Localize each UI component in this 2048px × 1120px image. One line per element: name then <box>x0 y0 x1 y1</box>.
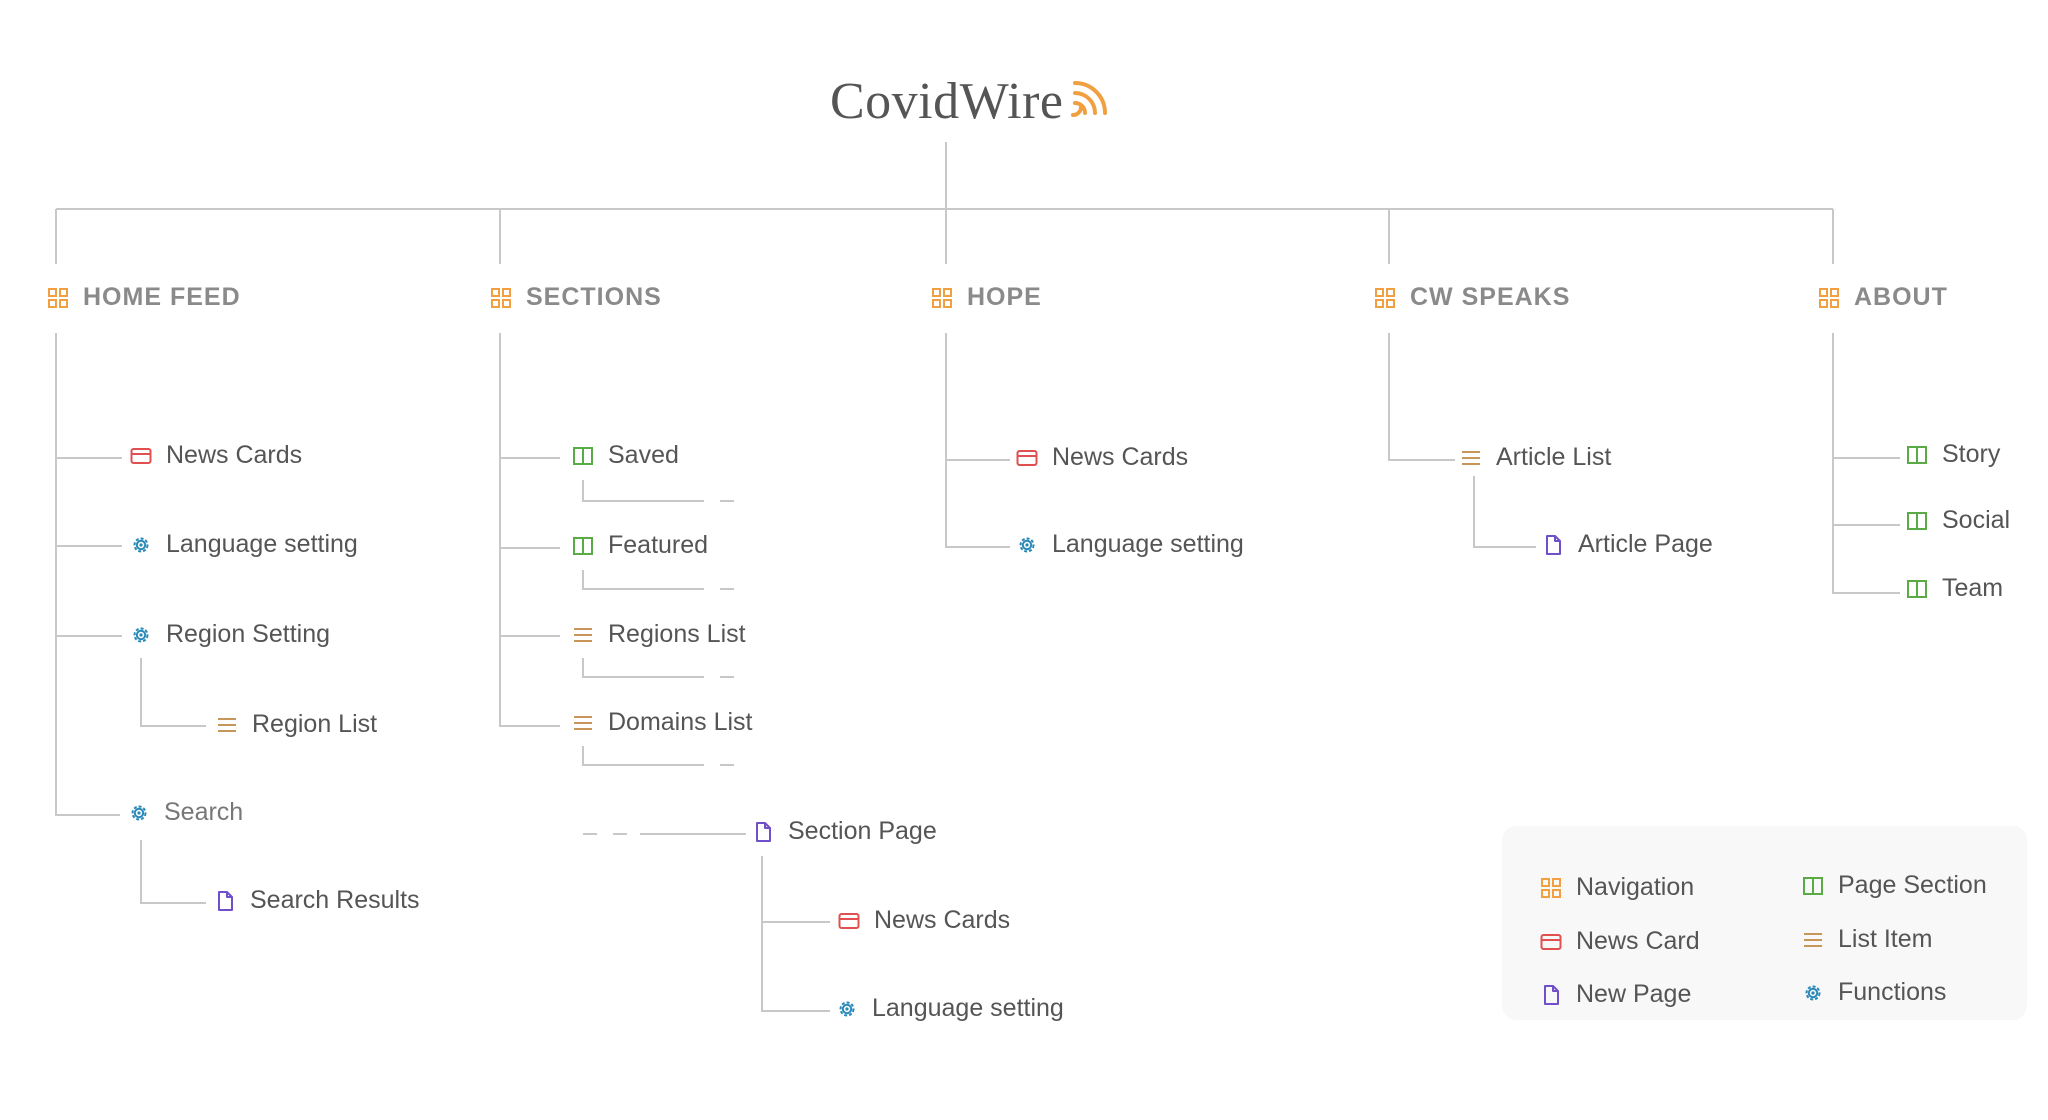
about-story-label: Story <box>1942 440 2001 468</box>
broadcast-waves-icon <box>1071 81 1108 117</box>
section-page-language-setting-label: Language setting <box>872 994 1064 1022</box>
card-icon <box>130 445 152 467</box>
section-page-news-cards: News Cards <box>838 906 1010 935</box>
list-icon <box>1460 447 1482 469</box>
columns-icon <box>572 535 594 557</box>
nav-cw-speaks[interactable]: CW SPEAKS <box>1374 283 1570 312</box>
sections-featured: Featured <box>572 531 708 560</box>
hope-language-setting: Language setting <box>1016 530 1244 559</box>
grid-icon <box>931 287 953 309</box>
home-region-list-label: Region List <box>252 710 378 738</box>
section-page-language-setting: Language setting <box>836 994 1064 1023</box>
sections-saved: Saved <box>572 441 679 470</box>
home-news-cards: News Cards <box>130 441 302 470</box>
hope-news-cards: News Cards <box>1016 443 1188 472</box>
columns-icon <box>1802 875 1824 897</box>
list-icon <box>216 714 238 736</box>
grid-icon <box>1540 877 1562 899</box>
list-icon <box>572 624 594 646</box>
home-language-setting-label: Language setting <box>166 530 358 558</box>
legend-page-section-label: Page Section <box>1838 871 1987 899</box>
nav-about-label: ABOUT <box>1854 283 1948 311</box>
sections-domains-list: Domains List <box>572 708 753 737</box>
hope-language-setting-label: Language setting <box>1052 530 1244 558</box>
legend-new-page-label: New Page <box>1576 980 1692 1008</box>
gear-icon <box>130 624 152 646</box>
columns-icon <box>1906 444 1928 466</box>
home-region-setting-label: Region Setting <box>166 620 331 648</box>
card-icon <box>838 910 860 932</box>
list-icon <box>572 712 594 734</box>
legend-panel: Navigation News Card New Page Page Secti… <box>1502 826 2027 1020</box>
nav-cw-speaks-label: CW SPEAKS <box>1410 283 1571 311</box>
card-icon <box>1540 931 1562 953</box>
grid-icon <box>47 287 69 309</box>
gear-icon <box>1016 534 1038 556</box>
legend-navigation: Navigation <box>1540 873 1694 902</box>
legend-navigation-label: Navigation <box>1576 873 1695 901</box>
sections-saved-label: Saved <box>608 441 679 469</box>
legend-functions-label: Functions <box>1838 978 1947 1006</box>
gear-icon <box>836 998 858 1020</box>
nav-hope-label: HOPE <box>967 283 1042 311</box>
home-search: Search <box>128 798 243 827</box>
hope-news-cards-label: News Cards <box>1052 443 1189 471</box>
legend-list-item-label: List Item <box>1838 925 1933 953</box>
page-icon <box>1540 984 1562 1006</box>
legend-functions: Functions <box>1802 978 1946 1007</box>
covidwire-logo: CovidWire <box>830 72 1109 131</box>
gear-icon <box>130 534 152 556</box>
legend-news-card: News Card <box>1540 927 1700 956</box>
list-icon <box>1802 929 1824 951</box>
about-story: Story <box>1906 440 2000 469</box>
home-news-cards-label: News Cards <box>166 441 303 469</box>
about-team-label: Team <box>1942 574 2004 602</box>
grid-icon <box>1818 287 1840 309</box>
sections-domains-list-label: Domains List <box>608 708 753 736</box>
home-language-setting: Language setting <box>130 530 358 559</box>
cw-article-list-label: Article List <box>1496 443 1612 471</box>
nav-about[interactable]: ABOUT <box>1818 283 1948 312</box>
page-icon <box>214 890 236 912</box>
card-icon <box>1016 447 1038 469</box>
sections-section-page: Section Page <box>752 817 937 846</box>
gear-icon <box>128 802 150 824</box>
gear-icon <box>1802 982 1824 1004</box>
about-team: Team <box>1906 574 2003 603</box>
legend-new-page: New Page <box>1540 980 1691 1009</box>
brand-name: CovidWire <box>830 73 1064 130</box>
sections-section-page-label: Section Page <box>788 817 937 845</box>
home-search-label: Search <box>164 798 244 826</box>
page-icon <box>1542 534 1564 556</box>
home-region-list: Region List <box>216 710 377 739</box>
sections-regions-list: Regions List <box>572 620 746 649</box>
section-page-news-cards-label: News Cards <box>874 906 1011 934</box>
home-search-results: Search Results <box>214 886 420 915</box>
about-social: Social <box>1906 506 2010 535</box>
page-icon <box>752 821 774 843</box>
nav-sections-label: SECTIONS <box>526 283 662 311</box>
nav-sections[interactable]: SECTIONS <box>490 283 662 312</box>
home-region-setting: Region Setting <box>130 620 330 649</box>
about-social-label: Social <box>1942 506 2011 534</box>
columns-icon <box>1906 510 1928 532</box>
cw-article-list: Article List <box>1460 443 1611 472</box>
nav-hope[interactable]: HOPE <box>931 283 1042 312</box>
grid-icon <box>1374 287 1396 309</box>
legend-list-item: List Item <box>1802 925 1932 954</box>
sections-regions-list-label: Regions List <box>608 620 746 648</box>
columns-icon <box>572 445 594 467</box>
columns-icon <box>1906 578 1928 600</box>
home-search-results-label: Search Results <box>250 886 420 914</box>
grid-icon <box>490 287 512 309</box>
cw-article-page-label: Article Page <box>1578 530 1713 558</box>
nav-home-feed-label: HOME FEED <box>83 283 241 311</box>
cw-article-page: Article Page <box>1542 530 1713 559</box>
nav-home-feed[interactable]: HOME FEED <box>47 283 241 312</box>
sections-featured-label: Featured <box>608 531 709 559</box>
legend-page-section: Page Section <box>1802 871 1987 900</box>
legend-news-card-label: News Card <box>1576 927 1700 955</box>
